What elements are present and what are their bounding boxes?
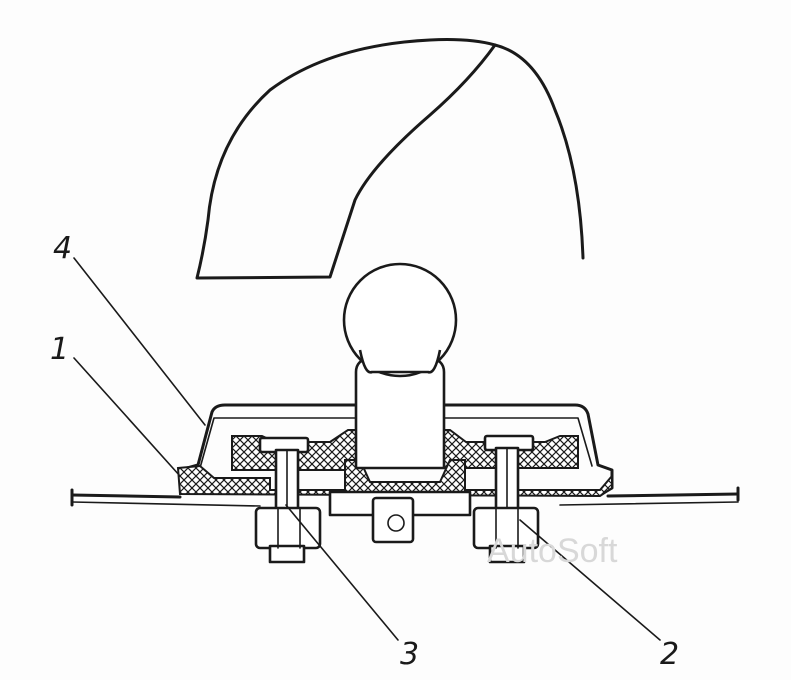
callout-2: 2: [660, 637, 680, 672]
housing-shell: [178, 403, 614, 497]
right-screw: [472, 434, 540, 564]
left-screw: [254, 436, 322, 564]
bulb: [342, 262, 458, 470]
callout-4: 4: [53, 231, 73, 266]
leader-line-1: [73, 357, 181, 477]
leader-line-2: [519, 519, 661, 641]
callout-3: 3: [400, 637, 420, 672]
watermark: AutoSoft: [487, 532, 618, 570]
socket-contact: [371, 496, 415, 544]
lens-outline: [195, 38, 497, 280]
body-panel: [70, 486, 740, 507]
leader-line-3: [285, 504, 399, 641]
callout-1: 1: [50, 332, 70, 367]
leader-line-4: [73, 257, 206, 426]
lens-outline-right: [493, 43, 585, 260]
housing-inner: [199, 417, 593, 469]
